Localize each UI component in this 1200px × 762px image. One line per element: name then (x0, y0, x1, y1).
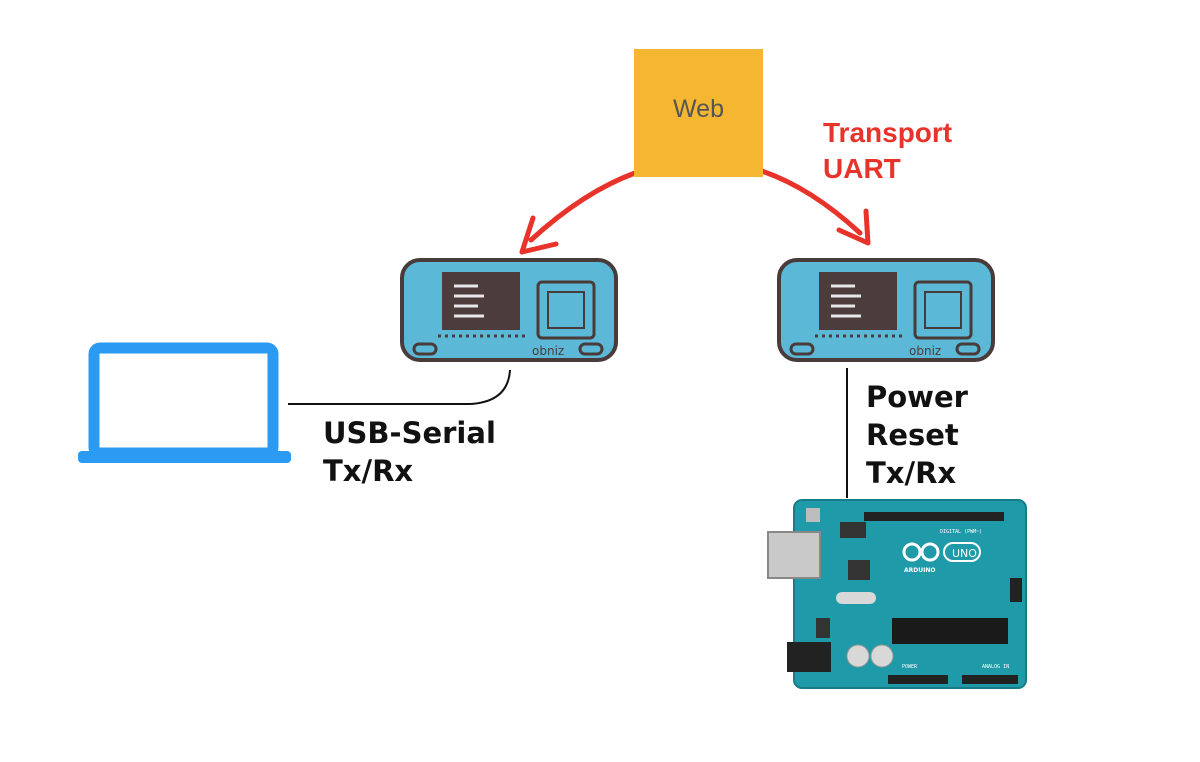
arduino-model-label: UNO (952, 547, 977, 560)
uart-label-line-2: Reset (866, 418, 959, 452)
arduino-power-label: POWER (902, 664, 918, 670)
uart-signals-label: Power Reset Tx/Rx (866, 378, 968, 492)
uart-label-line-1: Power (866, 380, 968, 414)
web-box: Web (634, 49, 763, 177)
web-label: Web (673, 94, 724, 123)
usb-cable-line (288, 369, 511, 405)
usb-serial-label: USB-Serial Tx/Rx (323, 414, 496, 490)
uart-label-line-3: Tx/Rx (866, 456, 957, 490)
arduino-logo-label: ARDUINO (904, 567, 935, 574)
arduino-analog-label: ANALOG IN (982, 664, 1009, 670)
arrowhead-right-icon (836, 208, 871, 246)
usb-label-line-1: USB-Serial (323, 416, 496, 450)
obniz-right-brand: obniz (909, 344, 941, 358)
obniz-left-brand: obniz (532, 344, 564, 358)
arduino-digital-label: DIGITAL (PWM~) (940, 529, 982, 535)
transport-line-1: Transport (823, 117, 953, 148)
usb-label-line-2: Tx/Rx (323, 454, 414, 488)
arrowhead-left-icon (519, 215, 559, 255)
transport-line-2: UART (823, 153, 901, 184)
transport-label: Transport UART (823, 115, 952, 187)
